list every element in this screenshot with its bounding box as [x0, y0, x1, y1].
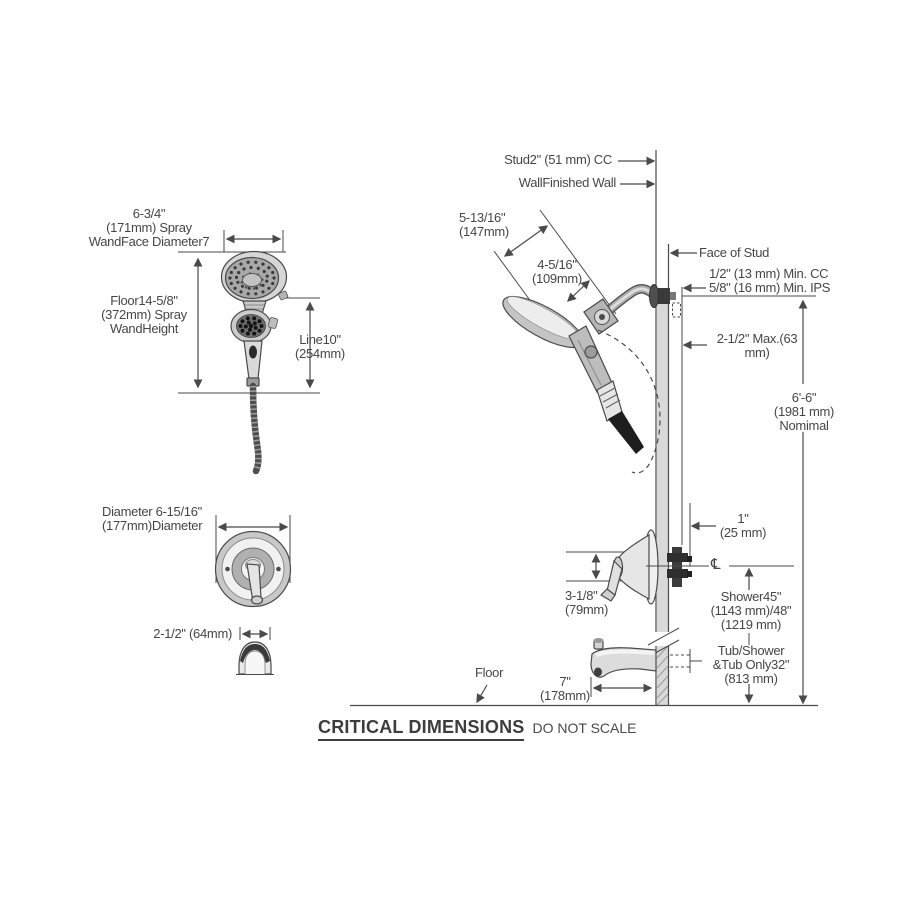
rough-in-min-label: 1/2" (13 mm) Min. CC 5/8" (16 mm) Min. I… [709, 266, 831, 295]
section-dimension-lines [476, 156, 816, 705]
wand-grip-tip [608, 411, 644, 454]
wall-hatching [656, 645, 669, 706]
trim-diameter-label: Diameter 6-15/16" (177mm)Diameter [102, 504, 203, 533]
spout-pipe-dashed [670, 654, 690, 668]
valve-side-view [566, 529, 692, 605]
supply-line-height-label: Line10" (254mm) [295, 332, 345, 361]
trim-screws [225, 566, 281, 572]
valve-trim-front-view [214, 515, 292, 608]
wall-section [647, 150, 702, 706]
shower-valve-height-label: Shower45" (1143 mm)/48" (1219 mm) [710, 589, 792, 632]
floor-label: Floor [475, 665, 504, 680]
dim-arm-length-arrow [503, 225, 549, 257]
hand-shower-front-view [178, 230, 320, 475]
shower-arm-assembly [493, 209, 676, 474]
trim-depth-label: 3-1/8" (79mm) [565, 588, 608, 617]
arm-reach-label: 4-5/16" (109mm) [532, 257, 582, 286]
tub-spout-side-view [590, 638, 657, 678]
title-row: CRITICAL DIMENSIONS DO NOT SCALE [318, 717, 637, 741]
tub-valve-height-label: Tub/Shower &Tub Only32" (813 mm) [712, 643, 790, 686]
dim-arm-reach-arrow [567, 280, 590, 302]
arm-length-label: 5-13/16" (147mm) [459, 210, 509, 239]
face-of-stud-label: Face of Stud [699, 245, 770, 260]
floor-pointer-arrow [476, 684, 488, 704]
spout-width-label: 2-1/2" (64mm) [153, 626, 232, 641]
wand-mode-button [249, 345, 257, 359]
stud-label: Stud2" (51 mm) CC [504, 152, 612, 167]
wand-face-nozzles [238, 316, 264, 336]
hose-dashed-loop [597, 329, 661, 474]
finished-wall-label: WallFinished Wall [518, 175, 617, 190]
tub-spout-front-view [236, 627, 274, 675]
do-not-scale-note: DO NOT SCALE [532, 720, 637, 736]
page-title: CRITICAL DIMENSIONS [318, 717, 525, 741]
nominal-height-label: 6'-6" (1981 mm) Nomimal [773, 390, 835, 433]
wand-face-diameter-label: 6-3/4" (171mm) Spray WandFace Diameter7 [88, 206, 210, 249]
rough-in-valve-dashed-outline [672, 302, 681, 318]
rough-in-max-label: 2-1/2" Max.(63 mm) [716, 331, 798, 360]
spout-length-label: 7" (178mm) [540, 674, 590, 703]
centerline-symbol: ℄ [711, 555, 721, 573]
shower-hose [249, 382, 262, 475]
stud-offset-label: 1" (25 mm) [719, 511, 767, 540]
arm-escutcheon [649, 284, 659, 308]
wand-height-label: Floor14-5/8" (372mm) Spray WandHeight [101, 293, 187, 336]
